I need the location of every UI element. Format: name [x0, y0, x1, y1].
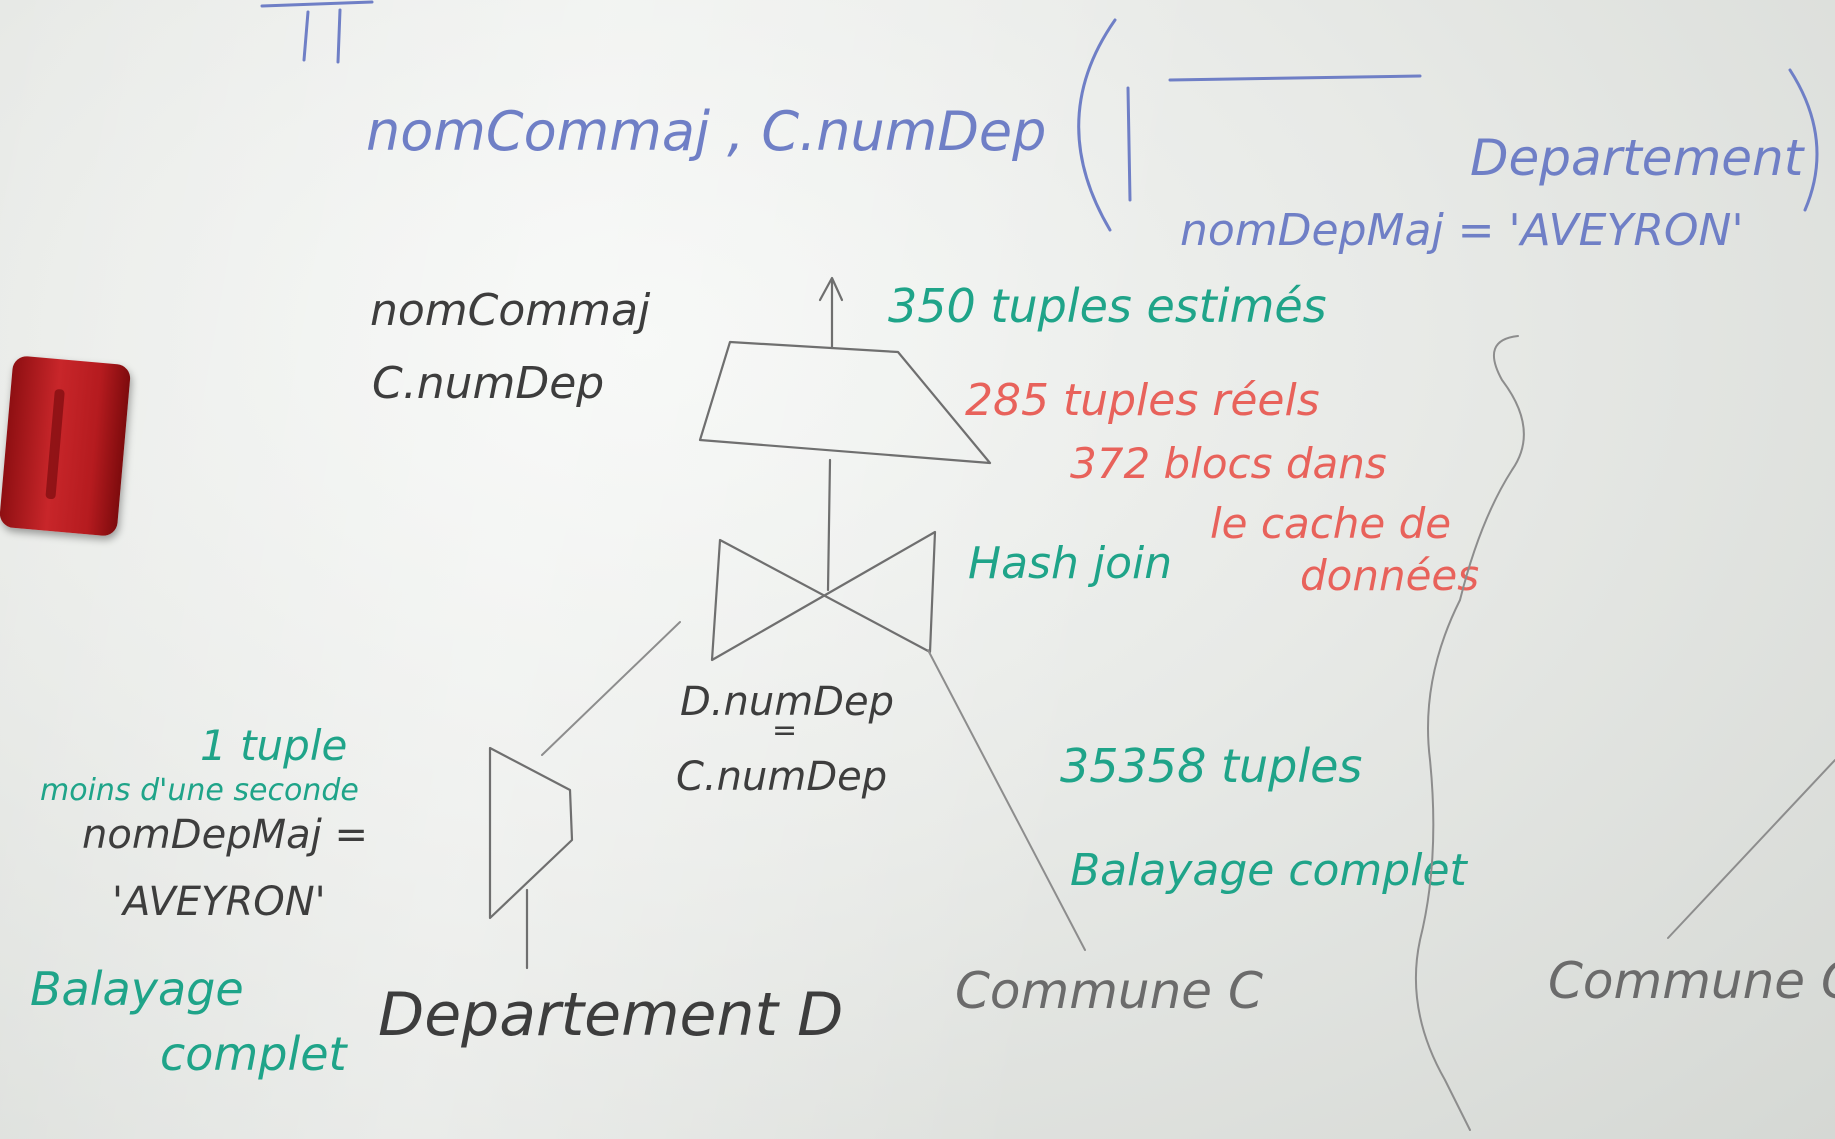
projection-trapezoid-shape — [698, 340, 992, 465]
left-time-label: moins d'une seconde — [40, 773, 359, 808]
far-right-relation-label: Commune C — [1548, 952, 1835, 1010]
hash-join-label: Hash join — [968, 538, 1172, 589]
left-scan-line-1: Balayage — [30, 962, 244, 1016]
statistics-annotations: 350 tuples estimés 285 tuples réels 372 … — [888, 279, 1479, 600]
output-arrow-icon — [818, 276, 844, 350]
right-relation-label: Commune C — [955, 962, 1263, 1020]
join-left-edge — [541, 621, 681, 756]
formula-group: nomCommaj , C.numDep nomDepMaj = 'AVEYRO… — [260, 0, 1819, 256]
projection-attr-1: nomCommaj — [370, 285, 651, 336]
cache-line-1: 372 blocs dans — [1070, 439, 1387, 488]
projection-operator: nomCommaj C.numDep — [370, 276, 992, 592]
curly-brace-icon — [1414, 335, 1525, 1131]
left-scan-line-2: complet — [160, 1027, 349, 1081]
left-condition-line-1: nomDepMaj = — [82, 812, 368, 858]
projection-attr-2: C.numDep — [372, 358, 604, 409]
join-condition-right: C.numDep — [676, 754, 887, 800]
estimated-tuples-label: 350 tuples estimés — [888, 279, 1327, 333]
open-paren-icon — [1077, 18, 1117, 232]
join-condition-eq: = — [772, 713, 797, 748]
close-paren-icon — [1788, 68, 1819, 212]
formula-relation: Departement — [1470, 129, 1806, 187]
pi-symbol-icon — [260, 0, 374, 64]
cache-line-3: données — [1300, 551, 1479, 600]
formula-projection-attrs: nomCommaj , C.numDep — [366, 100, 1046, 163]
far-right-edge — [1667, 759, 1835, 939]
join-right-edge — [927, 649, 1086, 951]
bowtie-join-icon — [710, 530, 937, 662]
right-scan-label: Balayage complet — [1070, 845, 1469, 896]
sigma-bracket-icon — [1126, 74, 1422, 202]
cache-line-2: le cache de — [1210, 499, 1451, 548]
left-relation-label: Departement D — [378, 980, 843, 1050]
far-right-section: Commune C — [1414, 335, 1835, 1131]
left-tuple-count: 1 tuple — [200, 721, 347, 770]
hash-join-operator: Hash join D.numDep = C.numDep — [541, 530, 1172, 951]
left-branch: 1 tuple moins d'une seconde nomDepMaj = … — [30, 721, 843, 1081]
real-tuples-label: 285 tuples réels — [965, 375, 1320, 426]
selection-trapezoid-shape — [488, 746, 574, 920]
projection-input-line — [826, 458, 832, 592]
formula-selection-condition: nomDepMaj = 'AVEYRON' — [1180, 205, 1744, 256]
join-condition-left: D.numDep — [680, 679, 894, 725]
left-condition-line-2: 'AVEYRON' — [112, 879, 326, 925]
right-branch: 35358 tuples Balayage complet Commune C — [955, 739, 1469, 1020]
right-tuple-count: 35358 tuples — [1060, 739, 1362, 793]
